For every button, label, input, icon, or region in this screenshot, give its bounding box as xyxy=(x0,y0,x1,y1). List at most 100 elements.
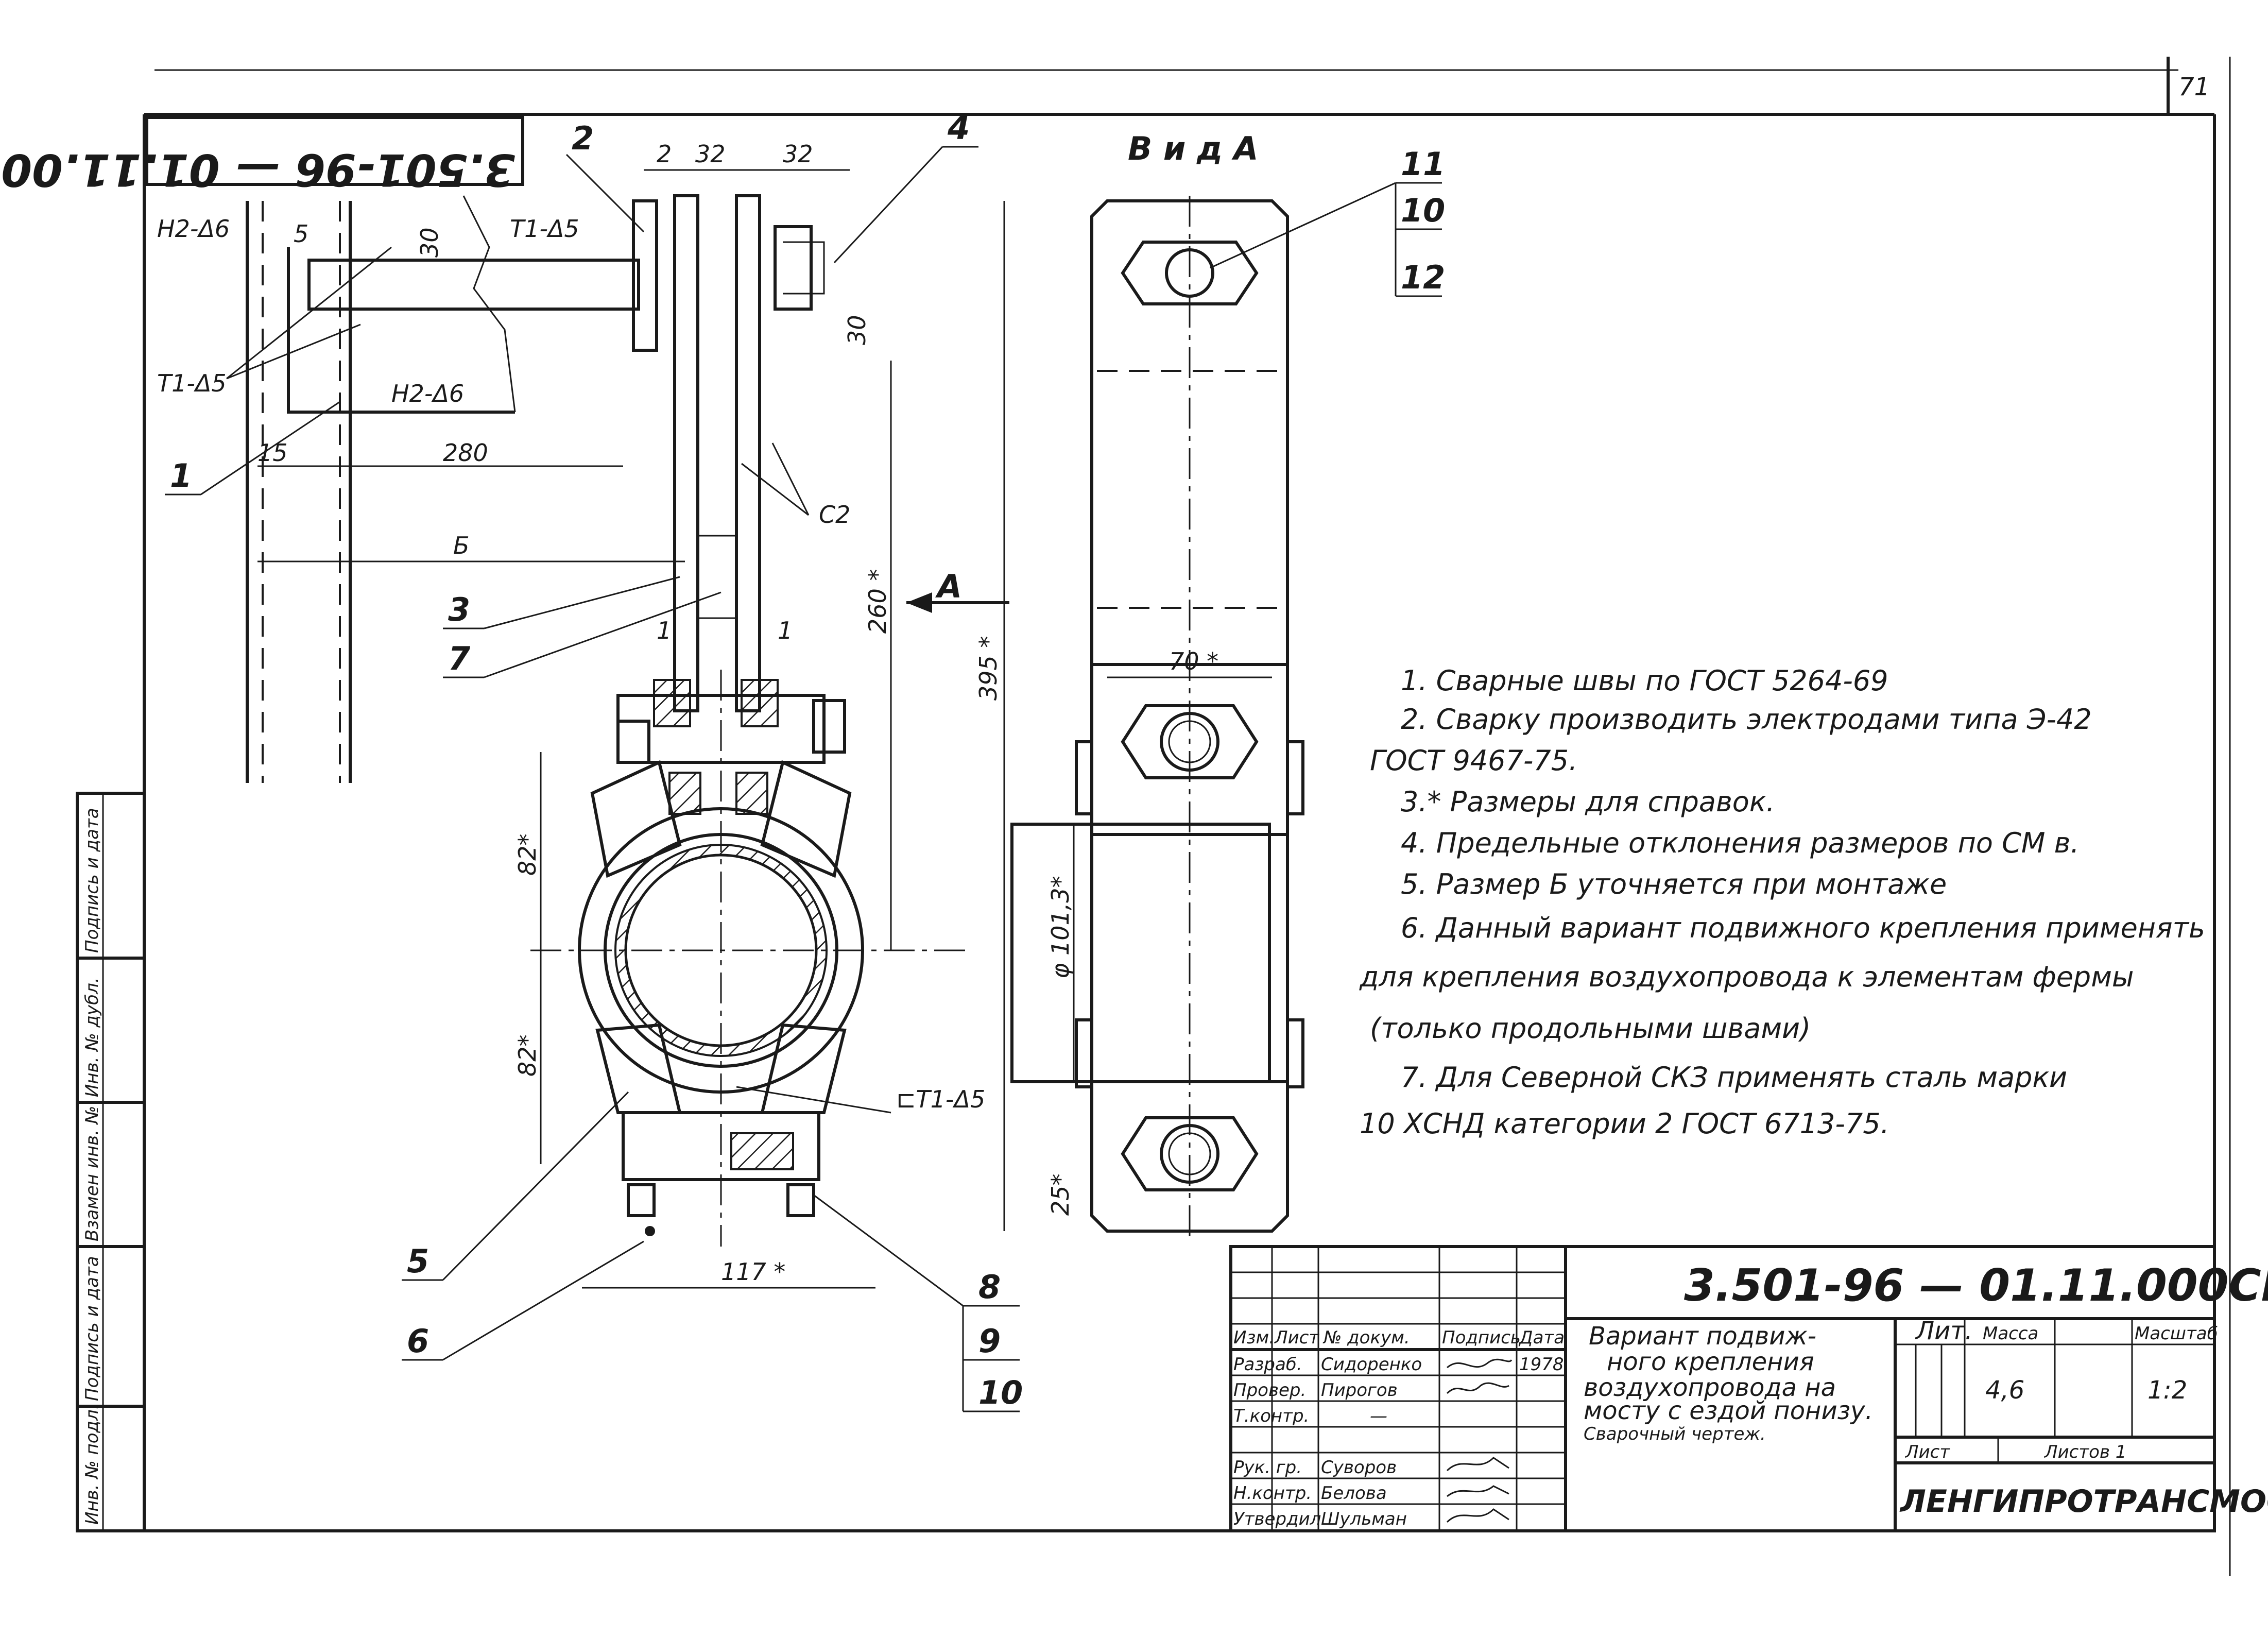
pipe-clamp xyxy=(530,670,968,1247)
callout-7: 7 xyxy=(448,640,471,677)
dim-5: 5 xyxy=(294,220,308,248)
callout-11-lower: 10 xyxy=(978,1374,1023,1411)
title-line-4: мосту с ездой понизу. xyxy=(1584,1396,1873,1425)
dim-117: 117 * xyxy=(721,1258,785,1286)
sheet-label: Лист xyxy=(1904,1442,1950,1462)
dim-82b: 82* xyxy=(513,1034,541,1077)
title-line-3: воздухопровода на xyxy=(1584,1373,1836,1402)
side-stamp-4: Инв. № дубл. xyxy=(82,977,102,1097)
side-stamp-2: Подпись и дата xyxy=(82,1256,102,1401)
view-a-label: В и д А xyxy=(1128,130,1259,167)
callout-5: 5 xyxy=(407,1242,429,1280)
side-stamp-5: Подпись и дата xyxy=(82,808,102,953)
row-role-6: Утвердил xyxy=(1233,1509,1321,1529)
notes: 1. Сварные швы по ГОСТ 5264-69 2. Сварку… xyxy=(1359,664,2205,1140)
view-arrow-label: А xyxy=(935,568,962,605)
mass-label: Масса xyxy=(1983,1323,2038,1344)
note-line-6: 5. Размер Б уточняется при монтаже xyxy=(1401,868,1947,900)
side-stamp-1: Инв. № подл. xyxy=(82,1404,102,1525)
row-name-3: — xyxy=(1370,1406,1387,1426)
dim-260: 260 * xyxy=(864,569,891,634)
callout-4: 4 xyxy=(947,109,970,147)
mass-value: 4,6 xyxy=(1985,1376,2024,1405)
title-line-2: ного крепления xyxy=(1607,1348,1814,1376)
dim-101: φ 101,3* xyxy=(1046,876,1074,979)
row-name-5: Белова xyxy=(1321,1483,1387,1504)
note-line-10: 7. Для Северной СКЗ применять сталь марк… xyxy=(1401,1061,2067,1094)
callout-1: 1 xyxy=(170,457,192,494)
dim-395: 395 * xyxy=(974,636,1002,701)
lit-label: Лит. xyxy=(1915,1317,1973,1345)
note-line-3: ГОСТ 9467-75. xyxy=(1370,744,1577,777)
side-stamp-3: Взамен инв. № xyxy=(82,1106,102,1241)
dim-30a: 30 xyxy=(416,227,443,258)
callout-6: 6 xyxy=(407,1322,429,1360)
row-role-5: Н.контр. xyxy=(1233,1483,1312,1504)
note-line-2: 2. Сварку производить электродами типа Э… xyxy=(1401,703,2092,736)
weld-t1-left: Т1-Δ5 xyxy=(157,369,227,397)
callout-11-upper: 11 xyxy=(1401,145,1445,183)
header-list: Лист xyxy=(1274,1327,1319,1348)
callout-10: 10 xyxy=(1401,192,1445,229)
weld-h2-top: Н2-Δ6 xyxy=(157,215,230,243)
row-role-2: Провер. xyxy=(1233,1380,1306,1401)
rotated-code-text: 3.501-96 — 01.11.000СБ xyxy=(0,144,515,195)
title-code: 3.501-96 — 01.11.000СБ xyxy=(1684,1260,2268,1311)
row-name-2: Пирогов xyxy=(1321,1380,1398,1401)
title-line-1: Вариант подвиж- xyxy=(1589,1322,1816,1351)
dimensions: 2 32 32 5 30 30 15 280 Б 260 * 395 * 70 … xyxy=(257,140,1272,1289)
note-line-9: (только продольными швами) xyxy=(1370,1012,1811,1045)
callout-9: 9 xyxy=(978,1322,1001,1360)
callout-8: 8 xyxy=(978,1268,1001,1306)
weld-c2: С2 xyxy=(819,501,850,528)
dim-82a: 82* xyxy=(513,833,541,876)
header-izm: Изм. xyxy=(1233,1327,1275,1348)
scale-value: 1:2 xyxy=(2147,1376,2187,1405)
row-role-4: Рук. гр. xyxy=(1233,1457,1302,1478)
page-number: 71 xyxy=(2178,73,2210,101)
callout-12: 12 xyxy=(1401,259,1445,296)
dim-70: 70 * xyxy=(1169,647,1218,675)
weld-t1-clamp: ⊏Т1-Δ5 xyxy=(896,1085,985,1113)
truss-member xyxy=(246,195,640,783)
dim-1b: 1 xyxy=(778,617,793,644)
title-block: 3.501-96 — 01.11.000СБ Вариант подвиж- н… xyxy=(1229,1245,2268,1532)
weld-h2-mid: Н2-Δ6 xyxy=(391,380,464,407)
dim-15: 15 xyxy=(257,439,288,467)
sheets-label: Листов 1 xyxy=(2043,1442,2126,1462)
view-a: В и д А xyxy=(1010,130,1304,1236)
dim-1a: 1 xyxy=(657,617,672,644)
side-stamp: Инв. № подл. Подпись и дата Взамен инв. … xyxy=(76,792,146,1532)
weld-labels: Н2-Δ6 Т1-Δ5 Т1-Δ5 Н2-Δ6 С2 ⊏Т1-Δ5 xyxy=(157,215,985,1114)
dim-32b: 32 xyxy=(783,140,813,168)
note-line-11: 10 ХСНД категории 2 ГОСТ 6713-75. xyxy=(1360,1107,1889,1140)
note-line-4: 3.* Размеры для справок. xyxy=(1401,786,1775,818)
row-name-6: Шульман xyxy=(1321,1509,1407,1529)
dim-b: Б xyxy=(453,532,470,559)
note-line-1: 1. Сварные швы по ГОСТ 5264-69 xyxy=(1401,664,1888,697)
title-line-5: Сварочный чертеж. xyxy=(1584,1424,1766,1444)
dim-2: 2 xyxy=(657,140,672,168)
callout-2: 2 xyxy=(572,120,594,157)
weld-t1-top: Т1-Δ5 xyxy=(510,215,579,243)
row-date-1: 1978 xyxy=(1519,1354,1564,1375)
callouts: 1 2 3 4 5 6 7 8 9 10 11 10 12 xyxy=(165,109,1445,1412)
row-name-4: Суворов xyxy=(1321,1457,1397,1478)
organization: ЛЕНГИПРОТРАНСМОСТ xyxy=(1899,1483,2268,1520)
row-role-3: Т.контр. xyxy=(1233,1406,1309,1426)
header-doc: № докум. xyxy=(1322,1327,1410,1348)
dim-32a: 32 xyxy=(695,140,726,168)
dim-280: 280 xyxy=(443,439,488,467)
header-date: Дата xyxy=(1518,1327,1565,1348)
note-line-8: для крепления воздухопровода к элементам… xyxy=(1359,961,2134,993)
callout-3: 3 xyxy=(448,591,470,628)
row-name-1: Сидоренко xyxy=(1321,1354,1422,1375)
scale-label: Масштаб xyxy=(2135,1323,2218,1344)
row-role-1: Разраб. xyxy=(1233,1354,1302,1375)
note-line-7: 6. Данный вариант подвижного крепления п… xyxy=(1401,912,2205,944)
rotated-code-stamp: 3.501-96 — 01.11.000СБ xyxy=(0,116,524,195)
dim-30b: 30 xyxy=(843,315,871,345)
sheet-frame: 71 xyxy=(77,57,2231,1576)
dim-25: 25* xyxy=(1046,1173,1074,1216)
